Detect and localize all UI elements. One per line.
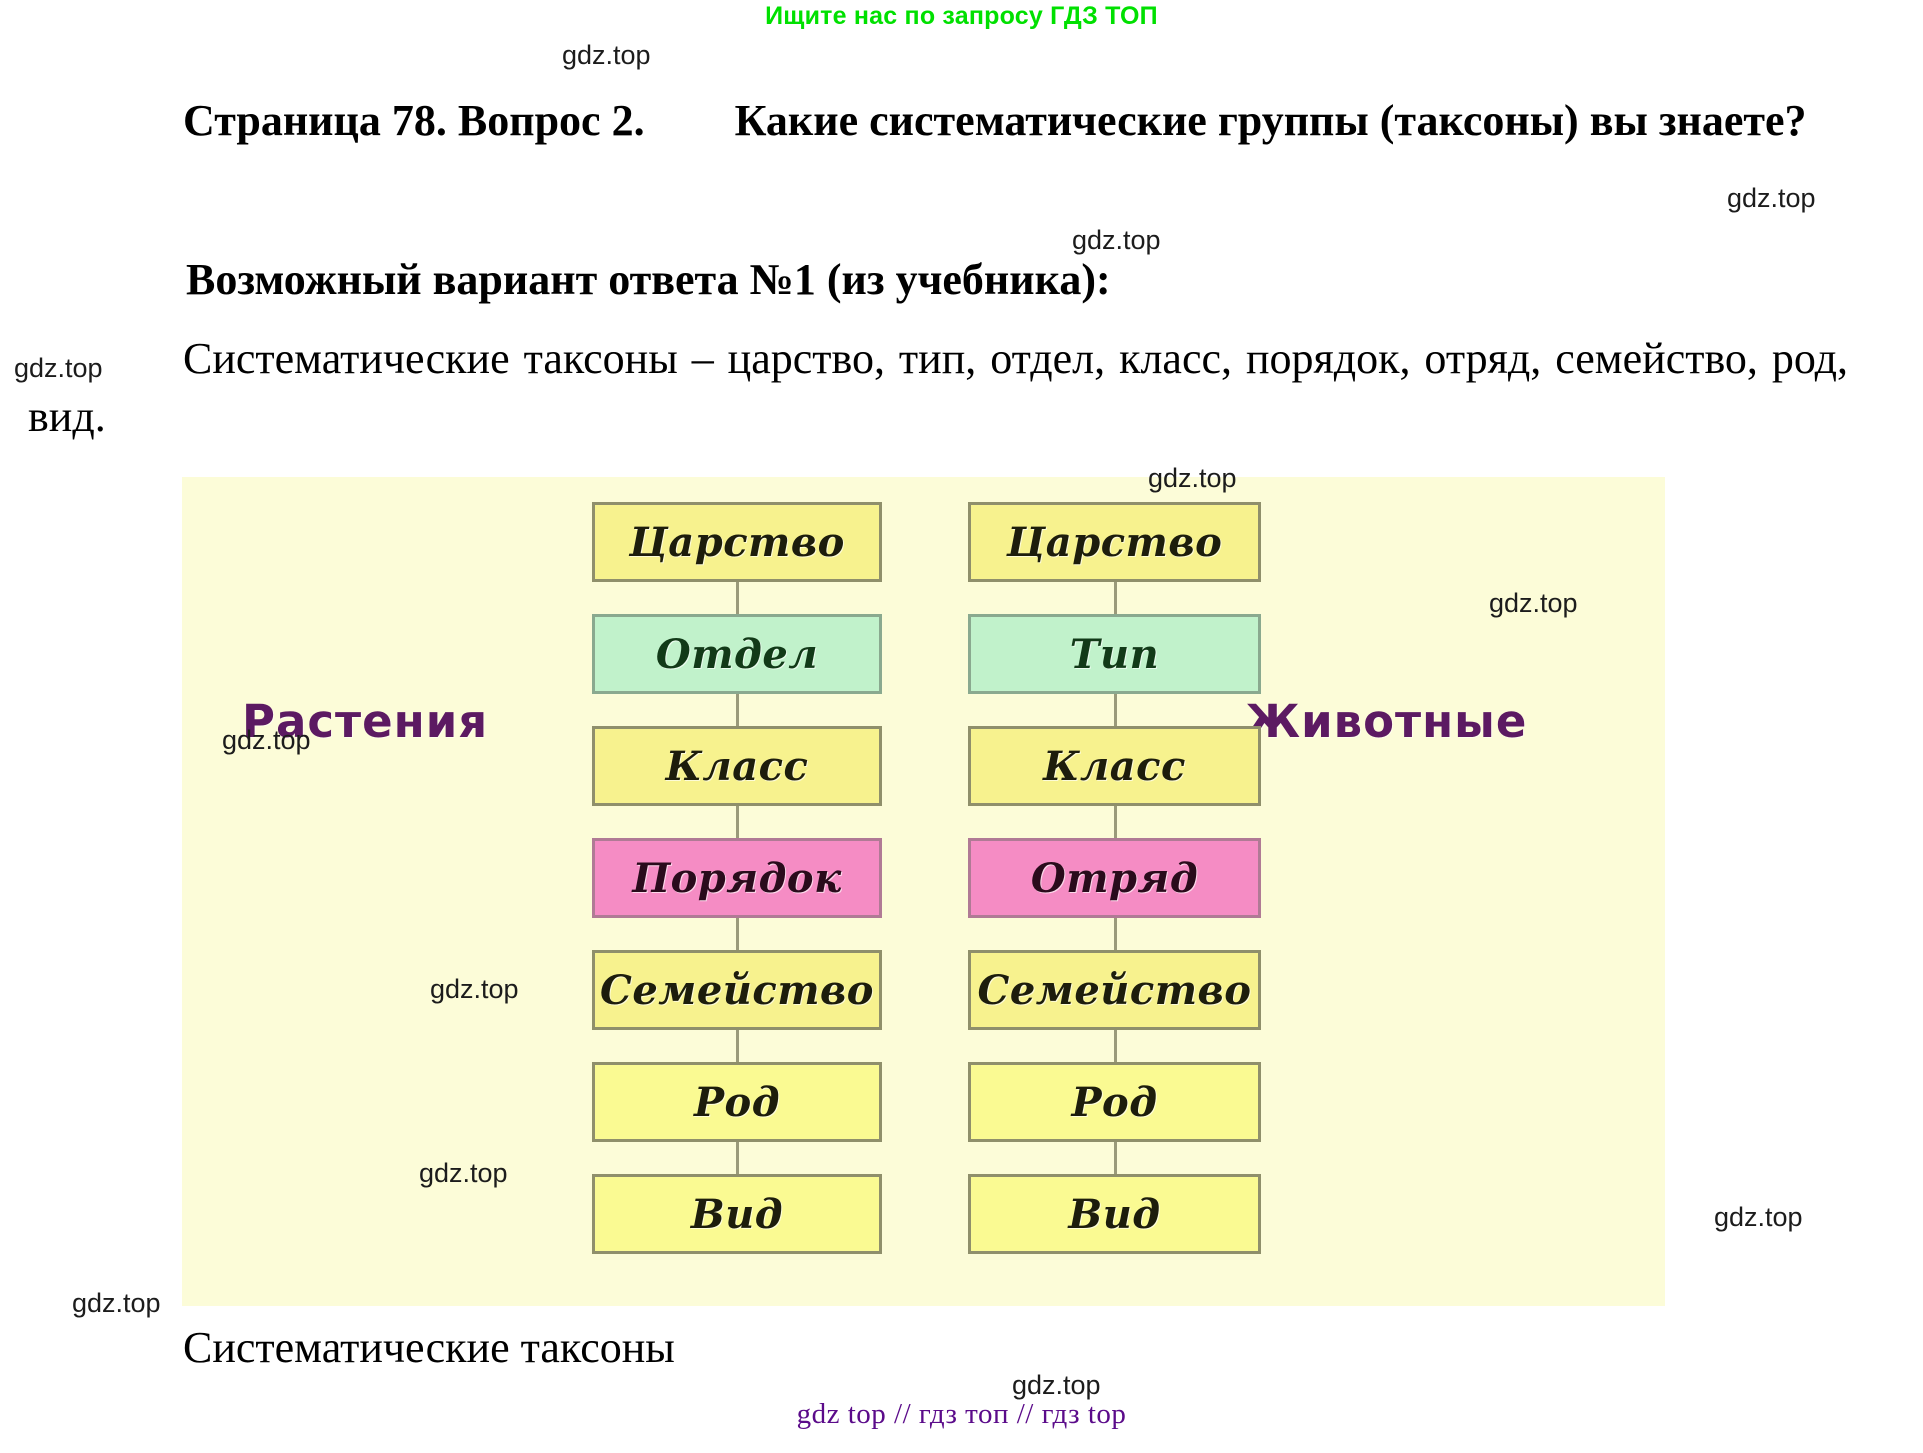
taxon-node-label: Порядок bbox=[632, 854, 842, 902]
taxon-node-род: Род bbox=[592, 1062, 882, 1142]
taxon-node-label: Отдел bbox=[655, 630, 819, 678]
taxon-connector bbox=[1113, 806, 1117, 838]
taxon-node-label: Отряд bbox=[1030, 854, 1199, 902]
taxon-node-класс: Класс bbox=[968, 726, 1261, 806]
taxon-node-род: Род bbox=[968, 1062, 1261, 1142]
diagram-caption: Систематические таксоны bbox=[183, 1323, 675, 1372]
site-footer: gdz top // гдз топ // гдз top bbox=[796, 1398, 1127, 1430]
question-block: Страница 78. Вопрос 2. Какие систематичес… bbox=[28, 92, 1848, 149]
watermark: gdz.top bbox=[1714, 1202, 1803, 1232]
taxon-node-вид: Вид bbox=[592, 1174, 882, 1254]
taxon-node-порядок: Порядок bbox=[592, 838, 882, 918]
promo-banner: Ищите нас по запросу ГДЗ ТОП bbox=[765, 2, 1158, 30]
taxon-node-label: Тип bbox=[1069, 630, 1160, 678]
taxon-node-семейство: Семейство bbox=[968, 950, 1261, 1030]
taxon-connector bbox=[1113, 1142, 1117, 1174]
taxon-connector bbox=[736, 1030, 739, 1062]
answer-paragraph: Систематические таксоны – царство, тип, … bbox=[28, 330, 1848, 446]
taxon-node-царство: Царство bbox=[968, 502, 1261, 582]
taxon-connector bbox=[1113, 694, 1117, 726]
watermark: gdz.top bbox=[562, 40, 651, 70]
taxon-node-отряд: Отряд bbox=[968, 838, 1261, 918]
watermark: gdz.top bbox=[1072, 225, 1161, 255]
taxon-node-label: Семейство bbox=[600, 966, 874, 1014]
taxon-node-label: Род bbox=[1071, 1078, 1158, 1126]
taxon-node-label: Семейство bbox=[977, 966, 1252, 1014]
diagram-left-label: Растения bbox=[242, 695, 489, 748]
taxon-connector bbox=[1113, 1030, 1117, 1062]
taxon-node-label: Вид bbox=[1068, 1190, 1161, 1238]
taxon-node-label: Вид bbox=[690, 1190, 784, 1238]
taxon-node-label: Царство bbox=[1006, 518, 1223, 566]
taxon-node-label: Царство bbox=[629, 518, 845, 566]
question-prefix: Страница 78. Вопрос 2. bbox=[183, 96, 645, 145]
taxon-node-label: Класс bbox=[1043, 742, 1186, 790]
question-text: Какие систематические группы (таксоны) в… bbox=[734, 96, 1807, 145]
watermark: gdz.top bbox=[1012, 1370, 1101, 1400]
taxon-connector bbox=[736, 806, 739, 838]
watermark: gdz.top bbox=[1727, 183, 1816, 213]
taxon-node-тип: Тип bbox=[968, 614, 1261, 694]
watermark: gdz.top bbox=[72, 1288, 161, 1318]
taxon-connector bbox=[1113, 582, 1117, 614]
taxon-connector bbox=[736, 1142, 739, 1174]
taxon-node-отдел: Отдел bbox=[592, 614, 882, 694]
taxon-connector bbox=[1113, 918, 1117, 950]
taxon-node-семейство: Семейство bbox=[592, 950, 882, 1030]
diagram-right-label: Животные bbox=[1245, 695, 1528, 748]
taxon-node-класс: Класс bbox=[592, 726, 882, 806]
taxon-node-label: Род bbox=[693, 1078, 781, 1126]
taxon-node-царство: Царство bbox=[592, 502, 882, 582]
variant-heading: Возможный вариант ответа №1 (из учебника… bbox=[186, 255, 1111, 304]
taxon-connector bbox=[736, 582, 739, 614]
taxon-connector bbox=[736, 694, 739, 726]
answer-text: Систематические таксоны – царство, тип, … bbox=[28, 334, 1848, 442]
taxon-node-label: Класс bbox=[665, 742, 809, 790]
taxon-node-вид: Вид bbox=[968, 1174, 1261, 1254]
taxon-connector bbox=[736, 918, 739, 950]
